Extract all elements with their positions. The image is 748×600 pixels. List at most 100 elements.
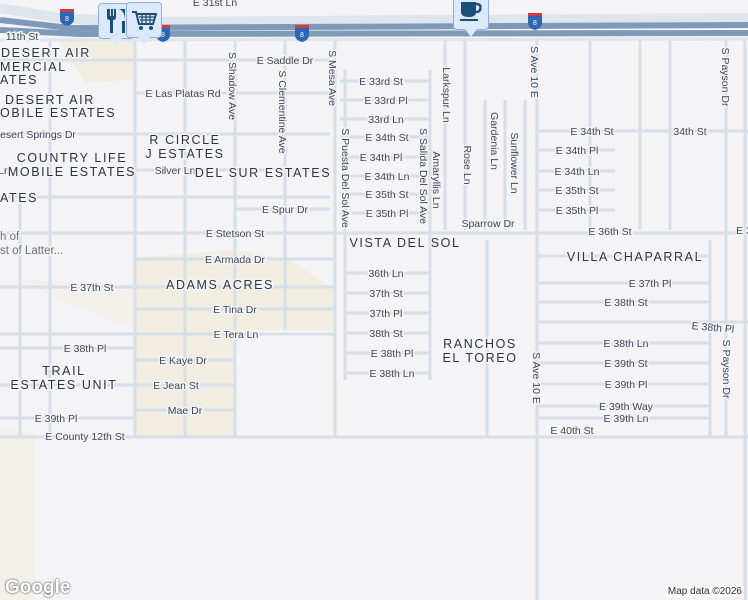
area-label: DEL SUR ESTATES <box>195 166 331 180</box>
poi-label[interactable]: st of Latter... <box>0 244 65 259</box>
area-label: COUNTRY LIFE <box>17 151 127 165</box>
shopping-cart-icon <box>132 11 157 30</box>
street-label: E 38th Pl <box>64 343 107 355</box>
street-label: E 39th Pl <box>35 413 78 425</box>
cafe-marker[interactable] <box>453 0 489 37</box>
street-label: E 39th Way <box>599 401 654 413</box>
map-attribution[interactable]: Map data ©2026 <box>665 586 744 597</box>
street-label: S Payson Dr <box>720 340 732 399</box>
street-label: E Tina Dr <box>213 304 257 316</box>
interstate-8-shield-icon: 8 <box>60 9 74 26</box>
street-label: E 3 <box>736 225 748 237</box>
street-label: E 39th St <box>604 358 647 370</box>
area-label: DESERT AIR <box>1 46 91 60</box>
area-label: VISTA DEL SOL <box>349 236 460 250</box>
street-label: E 38th St <box>604 297 647 309</box>
street-label: E 39th Pl <box>605 379 648 391</box>
street-label: E Stetson St <box>206 228 264 240</box>
street-label: E 35th Pl <box>556 205 599 217</box>
area-label: DESERT AIR <box>5 93 95 107</box>
street-label: Sunflower Ln <box>508 132 520 193</box>
street-label: E 35th St <box>365 189 408 201</box>
street-label: 34th St <box>673 126 706 138</box>
coffee-cup-icon <box>460 2 482 21</box>
street-label: E 38th Pl <box>371 348 414 360</box>
poi-labels: h of st of Latter... <box>0 230 65 259</box>
area-label: ADAMS ACRES <box>166 278 274 292</box>
area-label: TRAIL <box>42 364 85 378</box>
area-label: J ESTATES <box>145 147 224 161</box>
street-label: E 34th St <box>570 126 613 138</box>
area-label: OBILE ESTATES <box>0 106 116 120</box>
street-label: Silver Ln <box>155 165 196 177</box>
street-label: E Saddle Dr <box>257 55 314 67</box>
street-label: E Spur Dr <box>262 204 309 216</box>
street-label: 37th St <box>369 288 402 300</box>
street-label: S Ave 10 E <box>530 352 542 404</box>
area-label: RANCHOS <box>443 337 517 351</box>
svg-text:8: 8 <box>161 32 165 39</box>
neighborhood-labels: DESERT AIR MERCIAL ATES DESERT AIR OBILE… <box>0 45 703 394</box>
street-label: S Puesta Del Sol Ave <box>339 128 351 228</box>
street-label: E 39th Ln <box>604 413 649 425</box>
street-label: Ln <box>0 165 10 177</box>
street-label: E 38th Pl <box>691 320 735 336</box>
svg-text:8: 8 <box>65 16 69 23</box>
street-label: E Kaye Dr <box>159 355 207 367</box>
area-label: ESTATES UNIT <box>11 378 118 392</box>
street-label: E 34th Ln <box>365 171 410 183</box>
street-label: E 31st Ln <box>193 0 238 9</box>
street-label: Mae Dr <box>168 405 203 417</box>
street-label: Rose Ln <box>461 145 473 184</box>
street-label: Gardenia Ln <box>488 112 500 170</box>
street-label: E 35th Pl <box>366 208 409 220</box>
street-label: S Salida Del Sol Ave <box>417 128 429 224</box>
svg-text:8: 8 <box>533 20 537 27</box>
street-labels: E 31st Ln 11th St E Saddle Dr E Las Plat… <box>0 0 748 445</box>
street-label: 36th Ln <box>368 268 403 280</box>
google-logo: Google <box>5 577 71 598</box>
street-label: E 40th St <box>550 425 593 437</box>
interstate-8-shield-icon: 8 <box>295 25 309 42</box>
street-label: E 34th St <box>365 132 408 144</box>
street-label: E 34th Pl <box>360 152 403 164</box>
street-label: E Jean St <box>153 380 199 392</box>
area-label: ATES <box>0 73 38 87</box>
street-label: E 37th Pl <box>629 278 672 290</box>
street-label: S Ave 10 E <box>528 46 540 98</box>
area-label: VILLA CHAPARRAL <box>567 250 703 264</box>
street-label: E Armada Dr <box>205 254 266 266</box>
street-label: E 38th Ln <box>370 368 415 380</box>
roads <box>0 40 748 600</box>
area-label: MERCIAL <box>0 60 67 74</box>
vertical-street-labels: S Shadow Ave S Clementine Ave S Mesa Ave… <box>225 45 734 406</box>
area-label: MOBILE ESTATES <box>8 165 136 179</box>
street-label: 11th St <box>6 31 39 43</box>
street-label: Sparrow Dr <box>461 218 515 230</box>
street-label: E 37th St <box>70 282 113 294</box>
street-label: 33rd Ln <box>368 114 404 126</box>
street-label: E Las Platas Rd <box>145 88 220 100</box>
street-label: E 33rd St <box>359 76 403 88</box>
street-label: 38th St <box>369 328 402 340</box>
street-label: esert Springs Dr <box>0 129 76 141</box>
fork-knife-icon <box>107 9 125 33</box>
area-label: EL TOREO <box>442 351 517 365</box>
street-label: S Payson Dr <box>719 48 731 107</box>
street-label: E 35th St <box>555 185 598 197</box>
area-label: ATES <box>0 191 38 205</box>
street-label: E 34th Ln <box>555 166 600 178</box>
poi-label[interactable]: h of <box>0 230 21 245</box>
street-label: E 33rd Pl <box>364 95 407 107</box>
street-label: Larkspur Ln <box>440 67 452 123</box>
street-label: E 36th St <box>588 226 631 238</box>
street-label: S Mesa Ave <box>326 50 338 106</box>
street-label: Amaryllis Ln <box>430 151 442 208</box>
street-label: S Clementine Ave <box>276 70 288 153</box>
street-label: S Shadow Ave <box>226 52 238 120</box>
street-label: E 38th Ln <box>604 338 649 350</box>
street-label: 37th Pl <box>370 308 403 320</box>
svg-text:8: 8 <box>300 32 304 39</box>
shopping-marker[interactable] <box>126 2 162 45</box>
